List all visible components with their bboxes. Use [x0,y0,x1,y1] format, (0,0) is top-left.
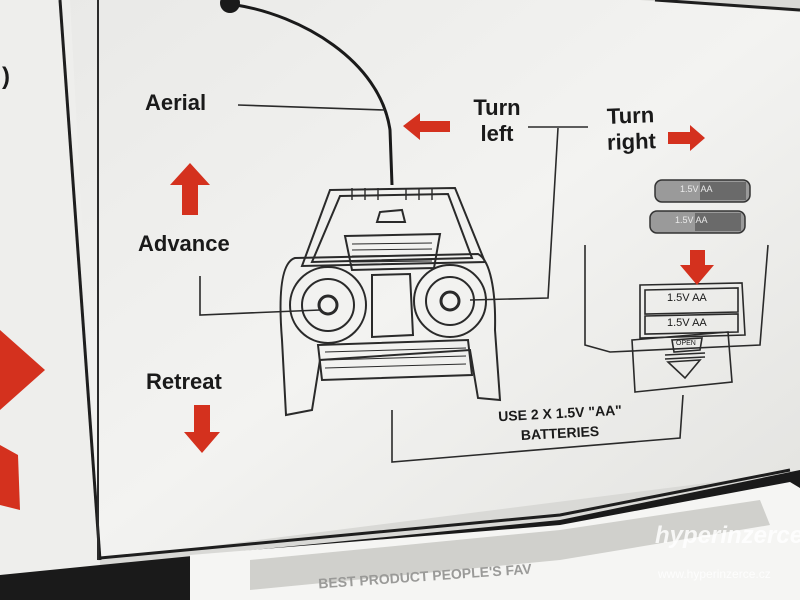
compartment-battery-print-2: 1.5V AA [667,317,707,329]
retreat-arrow [184,405,220,453]
open-label: OPEN [676,340,696,347]
remote-control-drawing [279,186,502,417]
main-card-panel [60,0,800,560]
advance-arrow [170,163,210,215]
turn-right-arrow [668,125,705,151]
left-card-panel [0,0,100,580]
aa-battery-bottom [649,210,746,234]
watermark-logo: hyperinzerce [655,522,800,549]
battery-insert-arrow [680,250,714,285]
compartment-battery-print-1: 1.5V AA [667,292,707,304]
turn-right-label: Turn right [606,102,657,155]
left-red-arrow [0,330,45,410]
aa-battery-top [654,179,751,203]
battery-compartment-drawing [584,244,769,393]
advance-label: Advance [138,231,230,256]
cropped-paren-text: ) [2,63,10,90]
battery-bottom-print: 1.5V AA [675,215,708,225]
aerial-label: Aerial [145,90,207,115]
turn-left-label: Turn left [473,95,521,146]
retreat-label: Retreat [146,369,222,394]
watermark-url: www.hyperinzerce.cz [658,567,771,581]
turn-left-arrow [403,113,450,140]
battery-top-print: 1.5V AA [680,184,713,194]
